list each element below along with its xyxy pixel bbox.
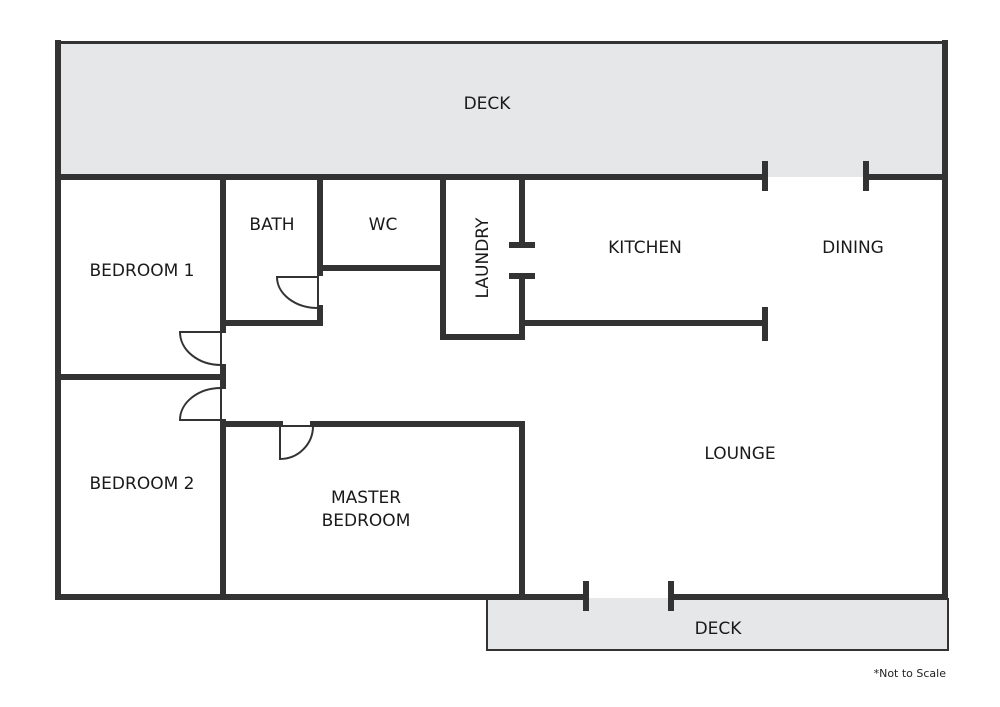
room-label-bedroom2: BEDROOM 2 xyxy=(90,474,195,494)
exterior-walls xyxy=(55,40,948,600)
room-label-laundry: LAUNDRY xyxy=(473,217,493,298)
room-label-wc: WC xyxy=(369,215,398,235)
bedroom2-door[interactable] xyxy=(178,386,222,421)
room-label-kitchen: KITCHEN xyxy=(608,238,682,258)
deck-top-edge xyxy=(57,41,947,44)
deck-top-area xyxy=(58,43,946,177)
deck-slider-bottom xyxy=(583,581,674,611)
room-label-lounge: LOUNGE xyxy=(704,444,775,464)
room-label-bath: BATH xyxy=(249,215,294,235)
bedroom1-door[interactable] xyxy=(178,331,222,367)
room-label-deck-bottom: DECK xyxy=(695,619,743,639)
room-label-deck-top: DECK xyxy=(464,94,512,114)
master-bedroom-door[interactable] xyxy=(279,425,315,461)
interior-walls xyxy=(55,174,768,600)
deck-slider-top xyxy=(762,161,869,191)
room-label-bedroom1: BEDROOM 1 xyxy=(90,261,195,281)
deck-bottom-area xyxy=(487,598,948,650)
room-label-master-line1: MASTER xyxy=(331,488,401,508)
bath-door[interactable] xyxy=(275,276,319,310)
deck-bottom-outline xyxy=(486,598,949,651)
room-label-dining: DINING xyxy=(822,238,884,258)
scale-note: *Not to Scale xyxy=(874,667,947,680)
room-label-master-line2: BEDROOM xyxy=(322,511,411,531)
